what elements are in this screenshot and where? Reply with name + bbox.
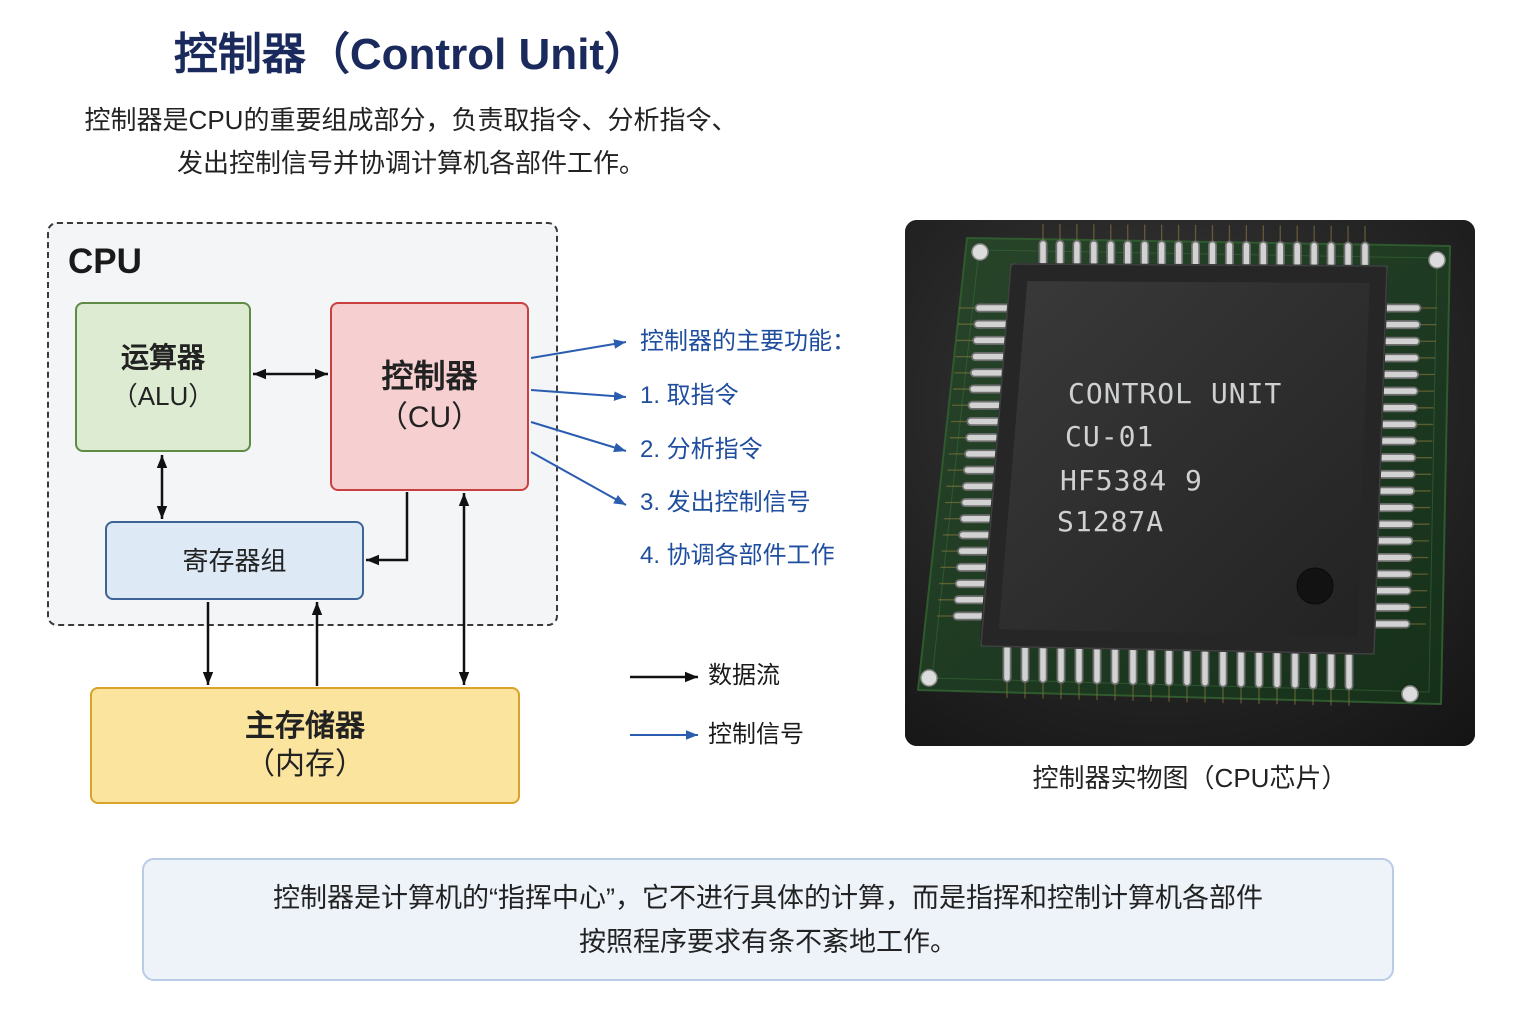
cu-name: 控制器	[381, 357, 478, 394]
summary-box: 控制器是计算机的“指挥中心”，它不进行具体的计算，而是指挥和控制计算机各部件 按…	[142, 858, 1394, 981]
cpu-label: CPU	[68, 242, 142, 281]
chip-illustration: CONTROL UNIT CU-01 HF5384 9 S1287A	[905, 220, 1475, 746]
page-title: 控制器（Control Unit）	[173, 30, 649, 79]
mounting-hole	[1401, 685, 1419, 703]
memory-abbr: （内存）	[245, 747, 365, 781]
function-item: 3. 发出控制信号	[640, 489, 811, 516]
mounting-hole	[920, 669, 938, 687]
cu-abbr: （CU）	[377, 400, 482, 434]
legend-control-signal-label: 控制信号	[708, 721, 804, 748]
register-name: 寄存器组	[182, 545, 287, 576]
cu-block: 控制器 （CU）	[330, 302, 529, 491]
mounting-hole	[971, 243, 989, 261]
chip-marking-line-2: CU-01	[1065, 420, 1154, 453]
chip-photo: CONTROL UNIT CU-01 HF5384 9 S1287A	[905, 220, 1475, 746]
functions-heading: 控制器的主要功能：	[640, 328, 856, 355]
function-item: 2. 分析指令	[640, 436, 763, 463]
alu-abbr: （ALU）	[111, 381, 215, 411]
register-block: 寄存器组	[105, 521, 364, 600]
memory-name: 主存储器	[245, 709, 365, 743]
summary-line-1: 控制器是计算机的“指挥中心”，它不进行具体的计算，而是指挥和控制计算机各部件	[273, 882, 1263, 913]
chip-marking-line-1: CONTROL UNIT	[1068, 377, 1282, 410]
chip-marking-line-4: S1287A	[1057, 505, 1164, 538]
intro-line-2: 发出控制信号并协调计算机各部件工作。	[176, 148, 645, 178]
mounting-hole	[1428, 251, 1446, 269]
memory-block: 主存储器 （内存）	[90, 687, 520, 804]
chip-body-edge	[980, 263, 1388, 655]
function-item: 1. 取指令	[640, 382, 739, 409]
chip-body	[980, 263, 1388, 655]
pin-one-dot	[1296, 567, 1334, 605]
summary-line-2: 按照程序要求有条不紊地工作。	[579, 926, 957, 957]
alu-name: 运算器	[120, 342, 205, 373]
function-item: 4. 协调各部件工作	[640, 542, 835, 569]
legend-data-flow-label: 数据流	[708, 662, 780, 689]
photo-caption: 控制器实物图（CPU芯片）	[1032, 763, 1348, 793]
chip-marking-line-3: HF5384 9	[1060, 464, 1203, 497]
intro-line-1: 控制器是CPU的重要组成部分，负责取指令、分析指令、	[84, 105, 738, 135]
alu-block: 运算器 （ALU）	[75, 302, 251, 452]
